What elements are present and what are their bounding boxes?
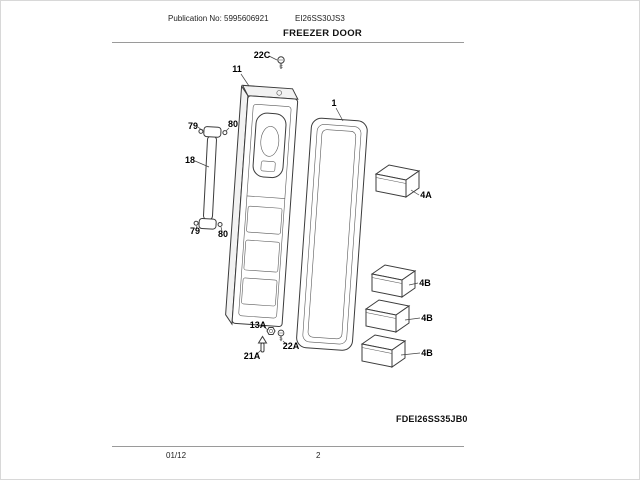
leader-lines	[194, 55, 421, 356]
hinge-hole	[276, 90, 282, 96]
handle-screw-top-left	[198, 128, 204, 134]
handle-screw-bottom-right	[217, 221, 223, 227]
callout-4a: 4A	[420, 190, 432, 200]
callout-22a: 22A	[283, 341, 300, 351]
callout-13a: 13A	[250, 320, 267, 330]
footer-date: 01/12	[166, 451, 187, 460]
door-handle	[193, 126, 228, 230]
top-hinge-screw	[277, 56, 285, 70]
diagram-model-label: FDEI26SS35JB0	[396, 414, 468, 424]
door-bin-4a	[375, 164, 420, 198]
callout-4b-3: 4B	[421, 348, 433, 358]
footer-page-number: 2	[316, 451, 321, 460]
page-title: FREEZER DOOR	[283, 28, 363, 39]
callout-4b-1: 4B	[419, 278, 431, 288]
callout-labels: 22C 11 1 79 80 18 79 80 13A 22A 21A 4A 4…	[185, 50, 433, 361]
door-bin-4b-3	[361, 334, 406, 368]
callout-21a: 21A	[244, 351, 261, 361]
door-bin-4b-1	[371, 264, 416, 298]
door-panel	[225, 84, 299, 327]
callout-18: 18	[185, 155, 195, 165]
model-number: EI26SS30JS3	[295, 14, 345, 23]
callout-11: 11	[232, 64, 242, 74]
handle-screw-bottom-left	[193, 220, 199, 226]
publication-number: Publication No: 5995606921	[168, 14, 269, 23]
callout-79-top: 79	[188, 121, 198, 131]
bottom-hinge-screw	[277, 329, 285, 342]
door-gasket	[296, 117, 368, 351]
door-bin-4b-2	[365, 299, 410, 333]
callout-79-bottom: 79	[190, 226, 200, 236]
dispenser-chute-housing	[252, 112, 287, 179]
callout-4b-2: 4B	[421, 313, 433, 323]
callout-1: 1	[331, 98, 336, 108]
handle-screw-top-right	[222, 130, 228, 136]
footer-divider	[112, 446, 464, 447]
callout-80-bottom: 80	[218, 229, 228, 239]
callout-80-top: 80	[228, 119, 238, 129]
header-divider	[112, 42, 464, 43]
callout-22c: 22C	[254, 50, 271, 60]
bottom-hinge-pin	[257, 335, 268, 353]
bottom-hinge-nut	[266, 327, 276, 335]
